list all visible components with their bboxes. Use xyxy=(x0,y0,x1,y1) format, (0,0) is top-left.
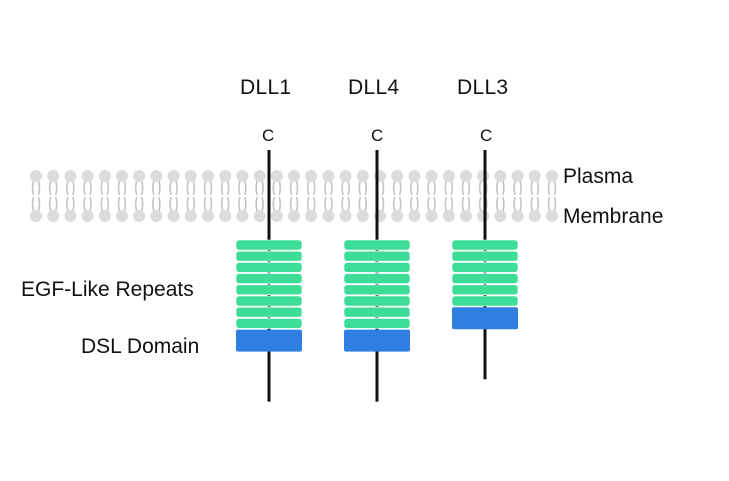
egf-repeat xyxy=(343,306,411,318)
lipid xyxy=(236,170,249,222)
lipid xyxy=(202,170,214,222)
lipid xyxy=(219,170,232,222)
egf-repeat xyxy=(343,273,411,284)
protein-name-dll3: DLL3 xyxy=(457,76,509,99)
lipid xyxy=(477,170,490,222)
plasma-membrane xyxy=(30,170,558,222)
egf-repeat xyxy=(235,262,303,273)
lipid xyxy=(322,170,335,222)
egf-repeat xyxy=(343,295,411,307)
lipid xyxy=(511,170,524,222)
membrane-label-membrane: Membrane xyxy=(563,205,664,228)
lipid xyxy=(47,170,60,222)
egf-repeat xyxy=(343,262,411,273)
egf-repeat xyxy=(235,306,303,318)
lipid xyxy=(81,170,94,222)
lipid xyxy=(425,170,438,222)
lipid xyxy=(494,170,507,222)
egf-repeat xyxy=(451,295,519,307)
membrane-label-plasma: Plasma xyxy=(563,165,634,188)
lipid xyxy=(528,170,541,222)
protein-name-dll4: DLL4 xyxy=(348,76,400,99)
egf-repeat xyxy=(343,239,411,251)
lipid xyxy=(460,170,472,222)
lipid xyxy=(167,170,180,222)
dsl-domain xyxy=(236,329,302,352)
protein-dll1 xyxy=(235,150,303,402)
lipid xyxy=(288,170,300,222)
lipid xyxy=(64,170,77,222)
lipid xyxy=(253,170,266,222)
egf-repeat xyxy=(235,284,303,296)
lipid xyxy=(133,170,146,222)
egf-repeat xyxy=(235,318,303,329)
c-terminus-label-dll4: C xyxy=(371,126,384,145)
egf-repeat xyxy=(451,262,519,273)
lipid xyxy=(184,170,197,222)
lipid xyxy=(305,170,318,222)
protein-structures xyxy=(235,150,519,402)
lipid xyxy=(356,170,369,222)
c-terminus-label-dll3: C xyxy=(480,126,493,145)
egf-repeat xyxy=(235,273,303,284)
protein-dll3 xyxy=(451,150,519,380)
egf-like-repeats-label: EGF-Like Repeats xyxy=(21,278,194,301)
egf-repeat xyxy=(451,273,519,284)
lipid xyxy=(150,170,163,222)
lipid xyxy=(270,170,283,222)
egf-repeat xyxy=(343,284,411,296)
protein-dll4 xyxy=(343,150,411,402)
dsl-domain-label: DSL Domain xyxy=(81,335,200,358)
dsl-domain xyxy=(344,329,410,352)
egf-repeat xyxy=(451,250,519,262)
egf-repeat xyxy=(235,239,303,251)
lipid xyxy=(116,170,128,222)
protein-name-dll1: DLL1 xyxy=(240,76,292,99)
lipid xyxy=(391,170,404,222)
egf-repeat xyxy=(451,284,519,296)
c-terminus-label-dll1: C xyxy=(262,126,275,145)
egf-repeat xyxy=(343,250,411,262)
lipid xyxy=(408,170,421,222)
lipid xyxy=(98,170,111,222)
egf-repeat xyxy=(235,295,303,307)
lipid xyxy=(30,170,42,222)
lipid xyxy=(339,170,352,222)
egf-repeat xyxy=(451,239,519,251)
egf-repeat xyxy=(235,250,303,262)
lipid xyxy=(546,170,558,222)
egf-repeat xyxy=(343,318,411,329)
dsl-domain xyxy=(452,307,518,330)
lipid xyxy=(442,170,455,222)
